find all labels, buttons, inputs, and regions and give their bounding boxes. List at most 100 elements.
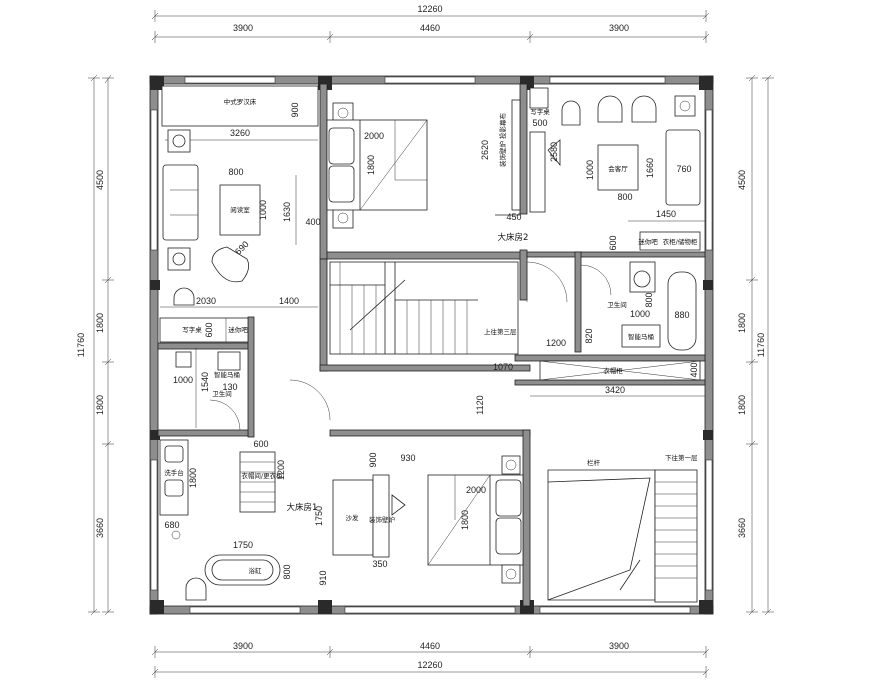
dim-400-b: 400: [689, 362, 699, 377]
stairs-up: 上往第三层: [329, 261, 519, 355]
right-seg-2: 1800: [737, 313, 747, 333]
dim-1200-b: 1200: [276, 460, 286, 480]
dim-800-d: 800: [282, 564, 292, 579]
dim-2620: 2620: [480, 140, 490, 160]
dim-930: 930: [400, 453, 415, 463]
dim-820: 820: [584, 328, 594, 343]
dim-1200-a: 1200: [546, 338, 566, 348]
left-seg-1: 4500: [95, 170, 105, 190]
bottom-seg-2: 4460: [420, 641, 440, 651]
top-total-dim: 12260: [417, 4, 442, 14]
dim-600-b: 600: [608, 235, 618, 250]
dim-3260: 3260: [230, 128, 250, 138]
top-seg-3: 3900: [609, 23, 629, 33]
dim-600-c: 600: [253, 439, 268, 449]
top-dimensions: 12260 3900 4460 3900: [151, 4, 710, 43]
dim-680: 680: [164, 520, 179, 530]
dim-1000-a: 1000: [258, 200, 268, 220]
top-seg-1: 3900: [233, 23, 253, 33]
dim-1540: 1540: [200, 372, 210, 392]
reading-room: 中式罗汉床 3260 900 阅读室 800 1000 1630 400 690…: [160, 85, 321, 308]
toilet-b-label: 智能马桶: [628, 332, 654, 341]
dim-1630: 1630: [282, 202, 292, 222]
dim-1750-b: 1750: [314, 506, 324, 526]
minibar-a-label: 迷你吧: [228, 325, 248, 334]
dim-2030: 2030: [196, 296, 216, 306]
railing-label: 栏杆: [587, 458, 601, 467]
reading-room-label: 阅读室: [230, 205, 250, 214]
dim-2000-b: 2000: [466, 485, 486, 495]
dim-1000-d: 1000: [630, 309, 650, 319]
dim-1660: 1660: [645, 158, 655, 178]
stairs-down-label: 下往第一层: [665, 453, 698, 462]
dim-900-a: 900: [290, 102, 300, 117]
stairs-up-label: 上往第三层: [484, 327, 517, 336]
right-total-dim: 11760: [756, 333, 766, 357]
dim-1800-b: 1800: [188, 468, 198, 488]
desk-a-label: 写字桌: [182, 325, 202, 334]
left-dimensions: 11760 4500 1800 1800 3660: [76, 74, 114, 616]
meeting-room-label: 会客厅: [608, 164, 628, 173]
dim-2580: 2580: [549, 142, 559, 162]
left-seg-3: 1800: [95, 395, 105, 415]
desk-b-label: 写字桌: [530, 107, 550, 116]
dim-1400: 1400: [279, 296, 299, 306]
dim-350: 350: [372, 559, 387, 569]
dressing-label: 衣帽间/更衣柜: [241, 471, 283, 480]
bottom-seg-3: 3900: [609, 641, 629, 651]
dim-800-b: 800: [617, 192, 632, 202]
dim-800-c: 800: [644, 292, 654, 307]
bathroom-b-label: 卫生间: [607, 300, 627, 309]
bottom-dimensions: 3900 4460 3900 12260: [151, 641, 710, 678]
bedroom1-label: 大床房1: [287, 502, 318, 513]
dim-2000-a: 2000: [364, 131, 384, 141]
bathroom-a-label: 卫生间: [212, 389, 232, 398]
meeting-room: 写字桌 500 2580 会客厅 1000 800 1660 760 1450: [529, 87, 705, 222]
doors: [209, 261, 612, 431]
bedroom-2: 2000 1800 2620 装饰壁炉 投影幕布 450 大床房2: [326, 99, 529, 243]
minibar-b-label: 迷你吧: [638, 237, 658, 246]
master-bath: 洗手台 1800 600 衣帽间/更衣柜 1200 大床房1 680 1750 …: [159, 439, 318, 601]
top-seg-2: 4460: [420, 23, 440, 33]
toilet-a-label: 智能马桶: [214, 370, 240, 379]
dim-450: 450: [506, 212, 521, 222]
wardrobe-label: 衣帽柜: [603, 366, 623, 375]
dim-880: 880: [674, 310, 689, 320]
bathroom-a: 写字桌 600 迷你吧 智能马桶 1000 130 1540 卫生间: [159, 317, 249, 428]
stairs-down: 栏杆 下往第一层: [547, 453, 698, 603]
left-seg-4: 3660: [95, 518, 105, 538]
bathroom-b: 迷你吧 衣柜/储物柜 600 880 800 卫生间 1000 智能马桶 820…: [475, 231, 705, 415]
dim-130: 130: [222, 382, 237, 392]
dim-500: 500: [532, 118, 547, 128]
dim-1750-a: 1750: [233, 540, 253, 550]
dim-760: 760: [676, 164, 691, 174]
cabinet-b-label: 衣柜/储物柜: [663, 237, 698, 246]
dim-800-a: 800: [228, 167, 243, 177]
left-total-dim: 11760: [76, 333, 86, 357]
bathtub-label: 浴缸: [249, 566, 263, 575]
right-seg-3: 1800: [737, 395, 747, 415]
fireplace-label: 装饰壁炉: [369, 515, 396, 524]
dim-1000-b: 1000: [173, 375, 193, 385]
left-seg-2: 1800: [95, 313, 105, 333]
tv-wall-label: 装饰壁炉 投影幕布: [498, 112, 507, 167]
exterior-walls: [149, 75, 714, 615]
interior-walls: [157, 83, 706, 607]
dim-3420: 3420: [605, 385, 625, 395]
bottom-total-dim: 12260: [417, 660, 442, 670]
bottom-seg-1: 3900: [233, 641, 253, 651]
dim-900-b: 900: [368, 452, 378, 467]
dim-400-a: 400: [305, 217, 320, 227]
bedroom2-label: 大床房2: [498, 232, 529, 243]
right-seg-1: 4500: [737, 170, 747, 190]
dim-1120: 1120: [475, 395, 485, 414]
wash-basin-label: 洗手台: [164, 468, 184, 477]
dim-600-a: 600: [204, 322, 214, 337]
luohan-bed-label: 中式罗汉床: [224, 97, 257, 106]
dim-1070: 1070: [493, 362, 513, 372]
dim-1800-a: 1800: [366, 155, 376, 175]
bedroom-1: 1750 沙发 900 930 装饰壁炉 350 910 2000 1800: [314, 452, 524, 586]
dim-910: 910: [318, 570, 328, 585]
right-seg-4: 3660: [737, 518, 747, 538]
